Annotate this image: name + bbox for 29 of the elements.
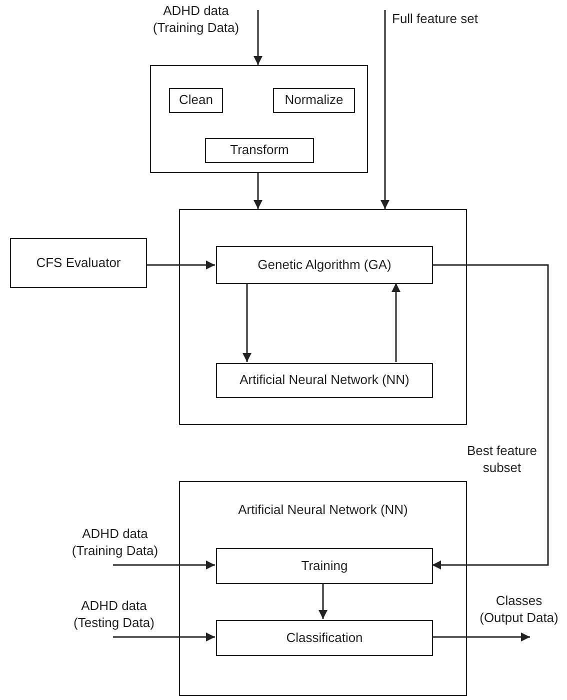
process-box: Training [216,548,433,584]
process-box: Classification [216,620,433,656]
arrow [113,632,215,642]
arrow [242,283,252,362]
arrow [318,583,328,619]
arrow [380,10,390,209]
process-box: CFS Evaluator [10,238,147,288]
arrow [432,632,530,642]
preprocessing-box [150,65,368,173]
process-box: Normalize [273,88,355,113]
arrow [254,10,262,65]
arrow [254,173,262,209]
edge-label: ADHD data (Training Data) [70,525,160,559]
arrow [432,264,549,570]
edge-label: Classes (Output Data) [478,592,560,626]
process-box: Clean [169,88,223,113]
classifier-box [179,481,467,696]
edge-label: ADHD data (Training Data) [152,2,240,36]
arrow [113,560,215,570]
edge-label: ADHD data (Testing Data) [72,597,156,631]
feature-selection-box [179,209,467,425]
arrow [147,260,215,270]
arrow [392,283,400,362]
process-box: Genetic Algorithm (GA) [216,246,433,284]
edge-label: Best feature subset [466,442,538,476]
process-box: Transform [205,138,314,163]
process-box: Artificial Neural Network (NN) [216,363,433,398]
edge-label: Full feature set [392,10,479,27]
box-heading: Artificial Neural Network (NN) [237,501,409,519]
